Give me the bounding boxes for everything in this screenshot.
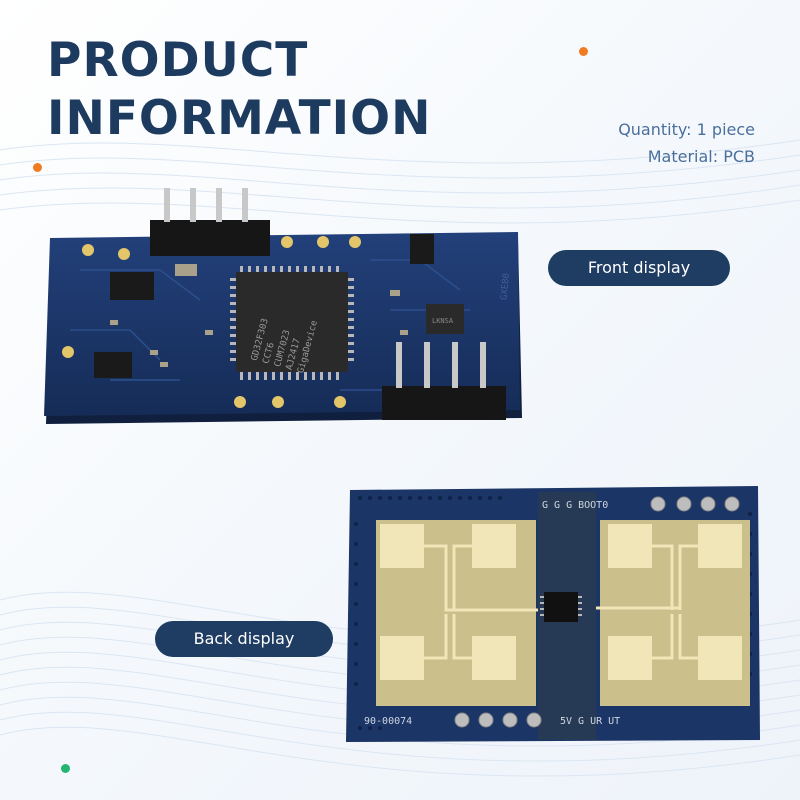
back-board-image: G G G BOOT0 5V G UR UT 90-00074 [346,486,760,742]
edge-text: GXE80 [500,273,512,301]
decor-dot-orange [33,163,42,172]
front-display-label: Front display [548,250,730,286]
spec-quantity: Quantity: 1 piece [618,120,755,139]
page-title: PRODUCT INFORMATION [47,32,431,148]
top-pin-labels: G G G BOOT0 [542,500,608,511]
title-line-1: PRODUCT [47,33,309,88]
front-board-image: GD32F303 CCT6 CUM7023 AJ2417 GigaDevice … [44,188,522,424]
decor-dot-orange [579,47,588,56]
title-line-2: INFORMATION [47,91,432,146]
bottom-pin-labels: 5V G UR UT [560,716,620,727]
small-chip-text: LKNSA [432,317,454,325]
decor-dot-green [61,764,70,773]
spec-list: Quantity: 1 piece Material: PCB [618,116,755,170]
back-display-label: Back display [155,621,333,657]
serial-number: 90-00074 [364,716,412,727]
spec-material: Material: PCB [647,147,755,166]
